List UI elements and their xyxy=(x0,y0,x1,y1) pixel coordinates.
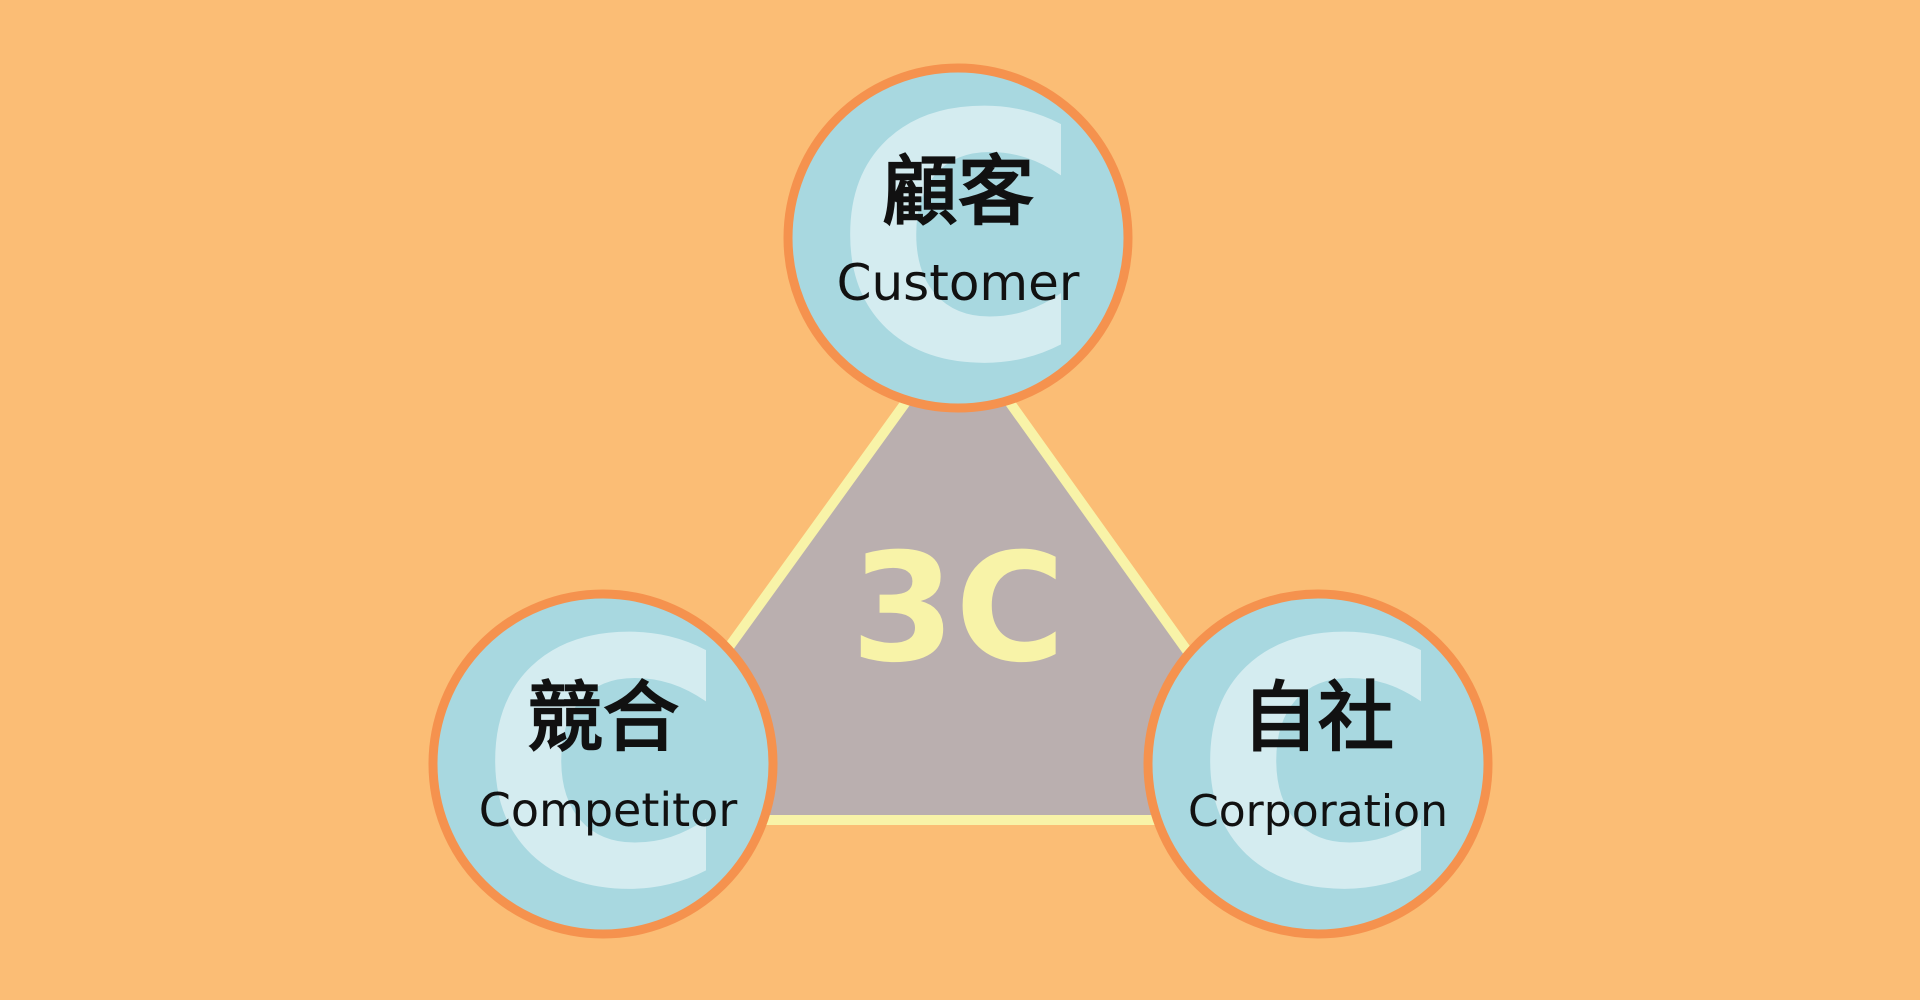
node-english-corporation: Corporation xyxy=(1188,786,1448,837)
node-competitor: C 競合 Competitor xyxy=(428,569,778,965)
node-kanji-customer: 顧客 xyxy=(882,147,1034,236)
watermark-letter-corporation: C xyxy=(1193,569,1443,965)
node-customer: C 顧客 Customer xyxy=(783,43,1133,439)
node-english-customer: Customer xyxy=(837,254,1080,312)
node-circle-customer xyxy=(783,63,1133,413)
center-triangle xyxy=(599,325,1313,825)
node-corporation: C 自社 Corporation xyxy=(1143,569,1493,965)
center-label-3c: 3C xyxy=(851,522,1065,696)
watermark-letter-customer: C xyxy=(833,43,1083,439)
node-kanji-competitor: 競合 xyxy=(527,673,679,762)
node-circle-corporation xyxy=(1143,589,1493,939)
node-english-competitor: Competitor xyxy=(479,783,738,837)
watermark-letter-competitor: C xyxy=(478,569,728,965)
node-kanji-corporation: 自社 xyxy=(1242,673,1394,762)
node-circle-competitor xyxy=(428,589,778,939)
